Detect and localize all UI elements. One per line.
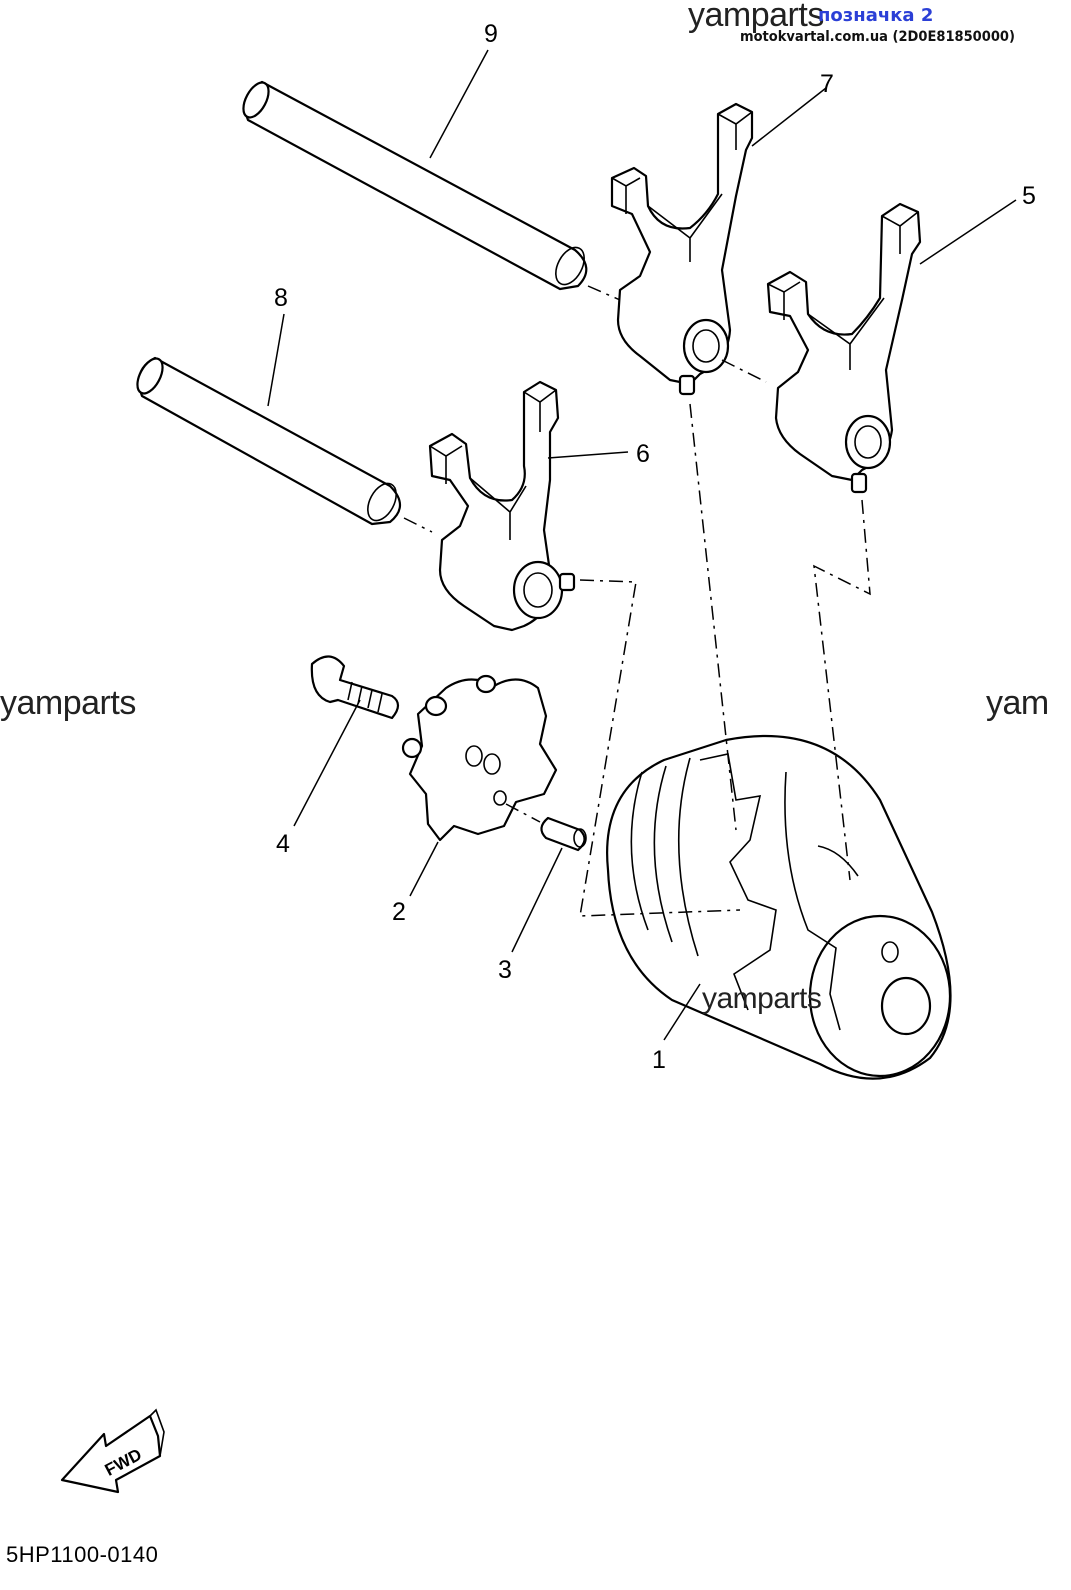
watermark-top: yamparts <box>688 0 824 34</box>
shift-fork-5 <box>766 202 922 494</box>
shift-drum-1 <box>606 734 952 1080</box>
callout-9: 9 <box>484 20 498 48</box>
label-blue: позначка 2 <box>818 5 934 26</box>
screw-4 <box>310 655 400 720</box>
shift-fork-7 <box>610 102 767 396</box>
leader-7 <box>751 87 827 147</box>
segment-plate-2 <box>401 674 558 842</box>
watermark-left: yamparts <box>0 684 136 722</box>
leader-3 <box>511 847 563 953</box>
callout-7: 7 <box>820 70 834 98</box>
shift-shaft-8 <box>136 356 433 533</box>
guide-line-fork6 <box>579 579 741 917</box>
leader-9 <box>429 49 489 159</box>
shift-fork-6 <box>428 380 576 632</box>
watermark-center: yamparts <box>702 982 822 1015</box>
site-line: motokvartal.com.ua (2D0E81850000) <box>740 29 1015 45</box>
callout-3: 3 <box>498 956 512 984</box>
callout-8: 8 <box>274 284 288 312</box>
leader-8 <box>267 313 285 407</box>
leader-1 <box>663 983 701 1041</box>
callout-5: 5 <box>1022 182 1036 210</box>
callout-4: 4 <box>276 830 290 858</box>
callout-6: 6 <box>636 440 650 468</box>
callout-1: 1 <box>652 1046 666 1074</box>
guide-line-fork5 <box>813 499 871 881</box>
shift-shaft-9 <box>242 80 621 301</box>
leader-5 <box>919 199 1017 265</box>
watermark-right: yam <box>986 684 1049 722</box>
leader-6 <box>547 451 629 459</box>
fwd-arrow-icon: FWD <box>60 1408 165 1494</box>
leader-4 <box>293 699 361 827</box>
callout-2: 2 <box>392 898 406 926</box>
leader-2 <box>409 841 439 897</box>
guide-line-fork7 <box>689 403 737 831</box>
dowel-pin-3 <box>505 803 587 852</box>
diagram-code: 5HP1100-0140 <box>6 1542 159 1567</box>
